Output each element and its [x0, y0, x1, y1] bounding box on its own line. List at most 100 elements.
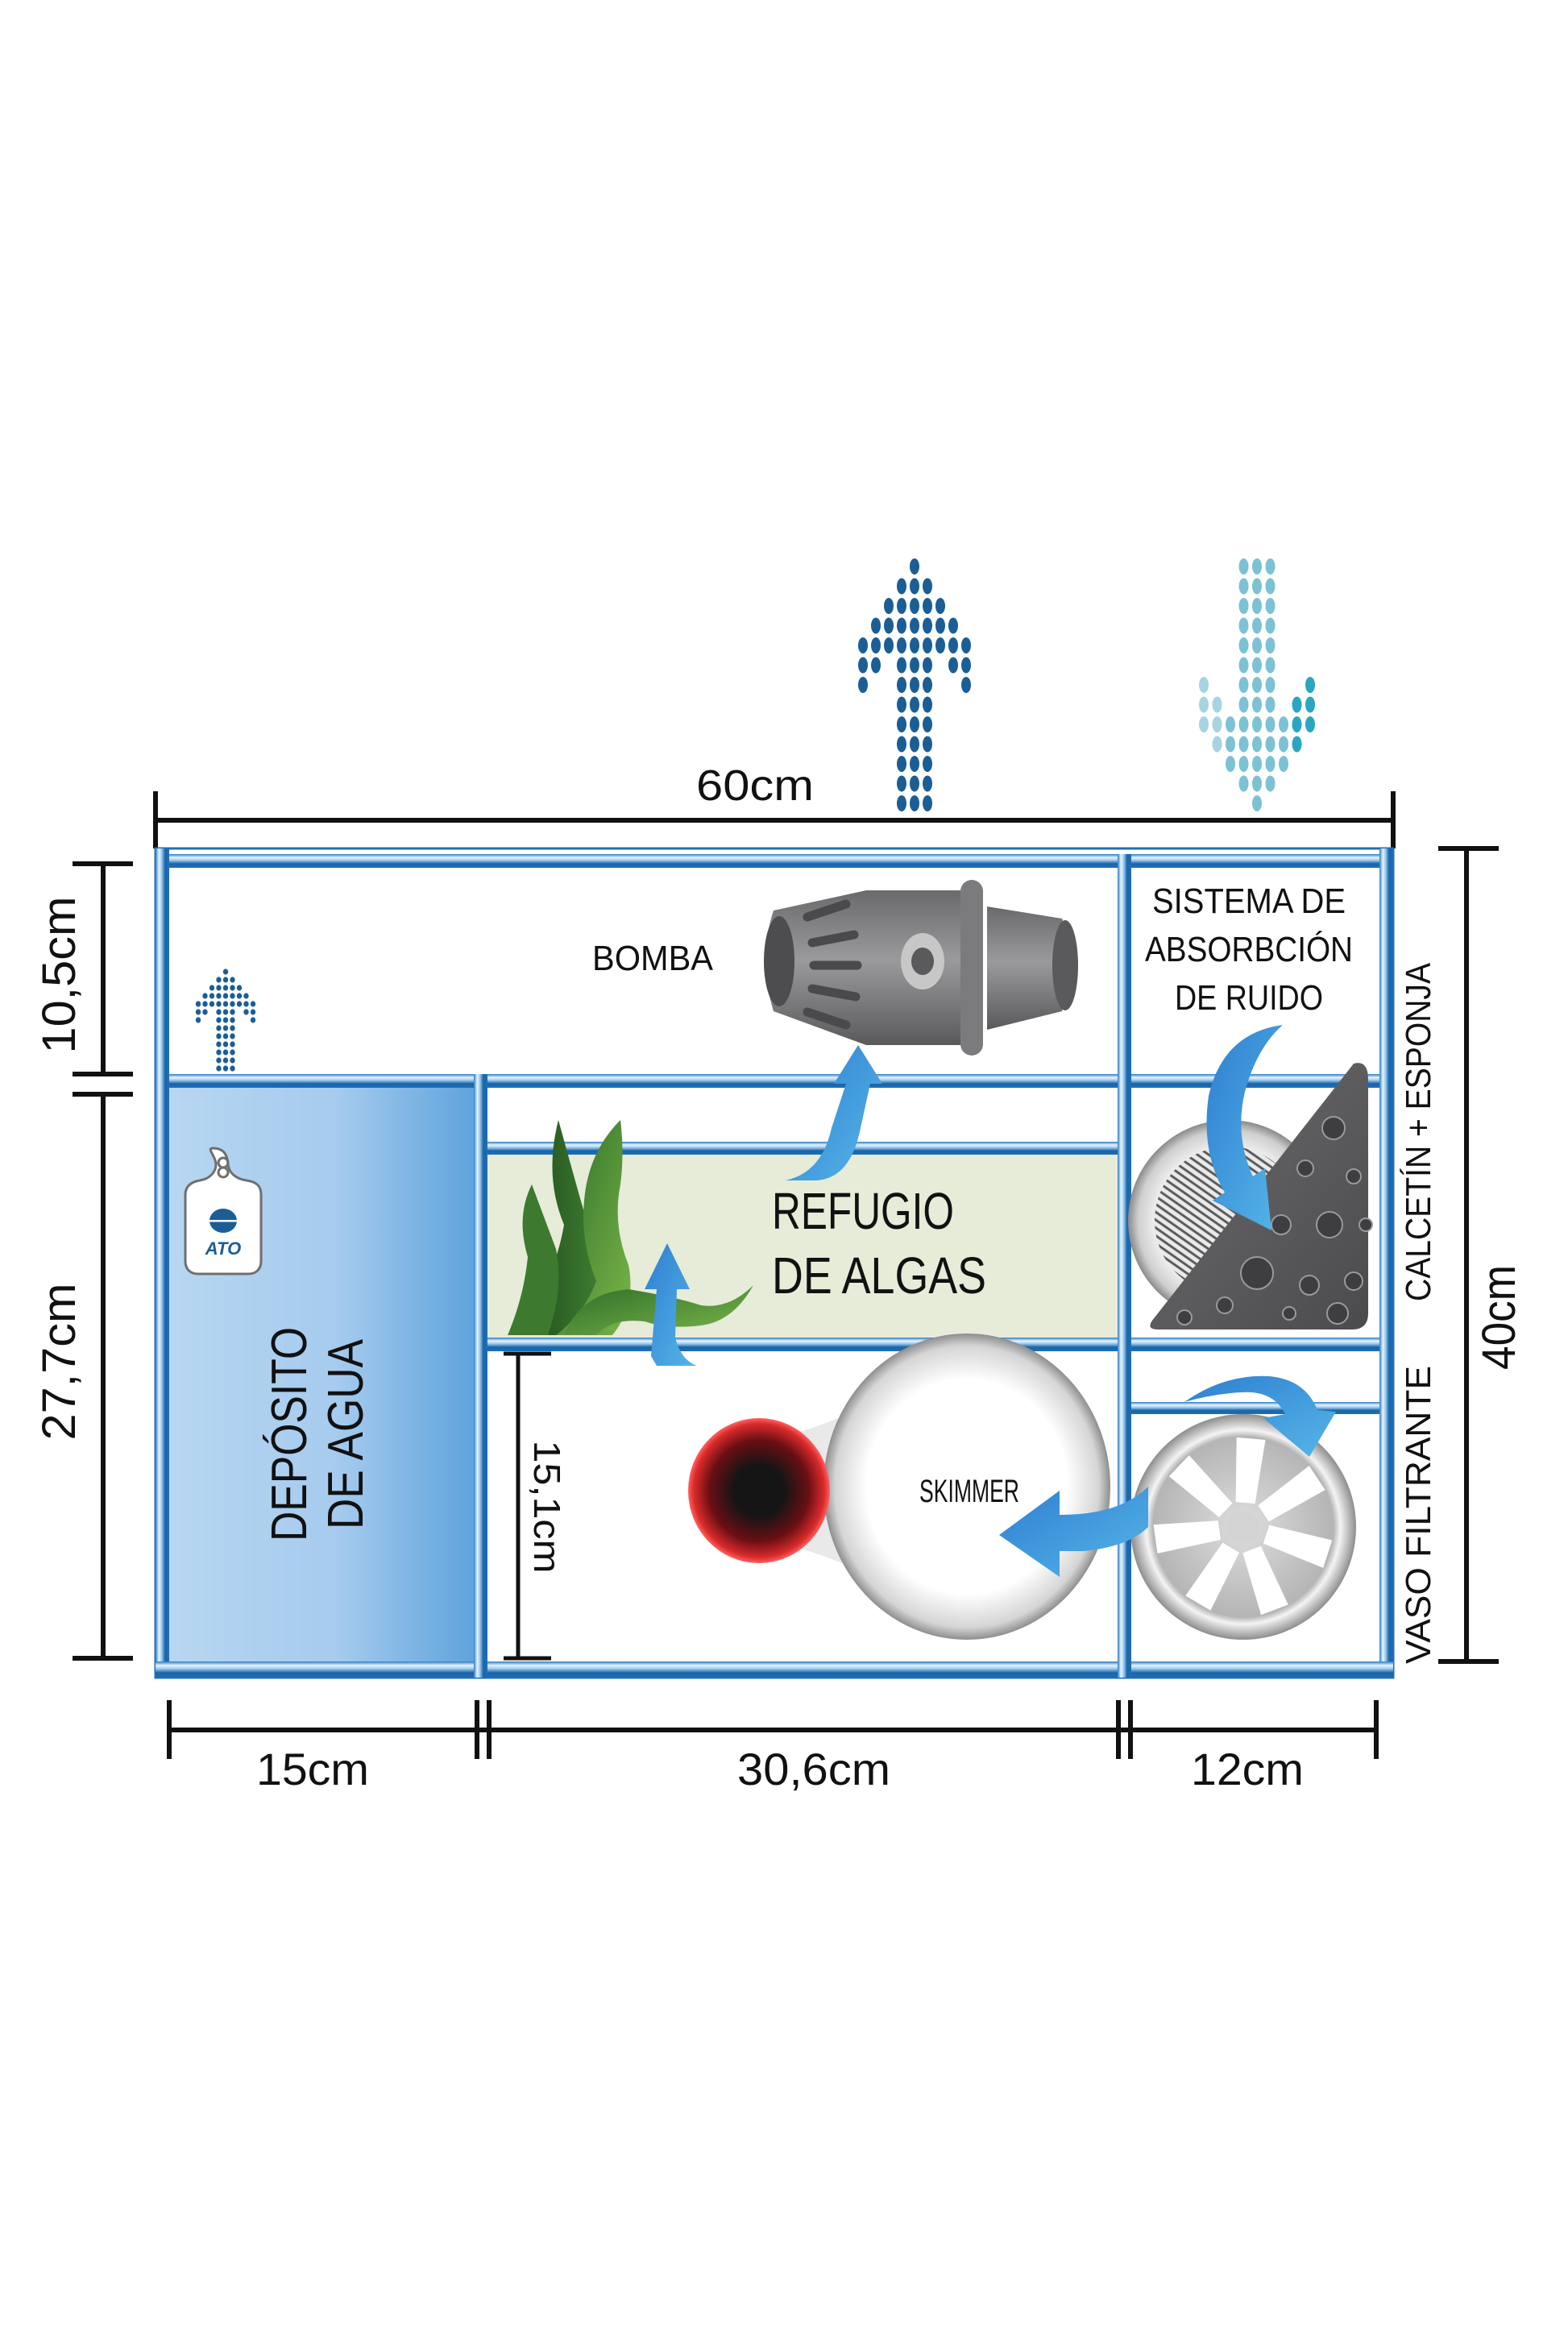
arrow-dot — [1252, 578, 1262, 595]
total-height-label: 40cm — [1473, 1265, 1525, 1370]
arrow-dot — [222, 993, 229, 999]
arrow-dot — [230, 1057, 235, 1064]
arrow-dot — [202, 993, 208, 999]
arrow-dot — [961, 657, 971, 674]
middle-width-label: 30,6cm — [737, 1744, 890, 1794]
arrow-dot — [222, 1033, 229, 1039]
total-height-dimension — [1438, 846, 1499, 1664]
arrow-dot — [1238, 598, 1249, 614]
arrow-dot — [935, 637, 945, 653]
arrow-dot — [1292, 736, 1302, 753]
arrow-dot — [1265, 637, 1276, 653]
arrow-dot — [1265, 657, 1276, 674]
svg-text:ABSORBCIÓN: ABSORBCIÓN — [1145, 930, 1353, 969]
arrow-dot — [209, 985, 215, 991]
arrow-dot — [216, 1065, 222, 1072]
arrow-dot — [1265, 578, 1276, 595]
arrow-dot — [858, 657, 868, 674]
arrow-dot — [923, 617, 932, 634]
flow-arrow-to-pump — [786, 1045, 882, 1180]
arrow-dot — [858, 637, 868, 653]
arrow-dot — [1212, 736, 1222, 753]
arrow-dot — [230, 1033, 235, 1039]
arrow-dot — [923, 716, 932, 732]
arrow-dot — [202, 1001, 208, 1007]
filter-blade — [1153, 1520, 1221, 1553]
sponge-pore — [1271, 1214, 1292, 1235]
arrow-dot — [202, 1009, 208, 1015]
arrow-dot — [910, 736, 919, 753]
arrow-dot — [230, 1009, 235, 1015]
arrow-dot — [1212, 696, 1222, 713]
arrow-dot — [216, 1009, 222, 1015]
arrow-dot — [1238, 696, 1249, 713]
arrow-dot — [1265, 696, 1276, 713]
arrow-dot — [923, 775, 932, 792]
skimmer-icon — [688, 1334, 1110, 1640]
arrow-dot — [222, 1065, 229, 1072]
arrow-dot — [1265, 716, 1276, 732]
arrow-dot — [1226, 716, 1235, 732]
arrow-dot — [1212, 716, 1222, 732]
pump-icon — [764, 880, 1078, 1056]
arrow-dot — [222, 1025, 229, 1031]
arrow-dot — [923, 657, 932, 674]
arrow-dot — [1252, 558, 1262, 575]
arrow-dot — [923, 578, 932, 595]
arrow-dot — [216, 1001, 222, 1007]
arrow-dot — [1199, 696, 1209, 713]
arrow-dot — [1279, 756, 1288, 772]
sponge-pore — [1240, 1256, 1274, 1290]
arrow-dot — [910, 795, 919, 811]
arrow-dot — [230, 1025, 235, 1031]
arrow-dot — [910, 716, 919, 732]
flow-arrow-over-filter — [1184, 1375, 1336, 1457]
arrow-dot — [230, 1017, 235, 1023]
width-dimension-line — [153, 791, 1396, 848]
arrow-dot — [897, 716, 906, 732]
arrow-dot — [910, 696, 919, 713]
arrow-dot — [1238, 558, 1249, 575]
sock-sponge-label: CALCETÍN + ESPONJA — [1399, 962, 1438, 1301]
flow-arrow-to-skimmer — [999, 1487, 1148, 1577]
arrow-dot — [923, 677, 932, 693]
arrow-dot — [1252, 598, 1262, 614]
arrow-dot — [1238, 677, 1249, 693]
arrow-dot — [871, 617, 881, 634]
arrow-dot — [216, 1025, 222, 1031]
flow-arrow-to-sock — [1206, 1025, 1283, 1230]
arrow-dot — [243, 1009, 249, 1015]
arrow-dot — [1252, 677, 1262, 693]
reservoir-width-label: 15cm — [256, 1744, 369, 1794]
arrow-dot — [216, 1049, 222, 1056]
arrow-dot — [1252, 617, 1262, 634]
skimmer-height-label: 15,1cm — [526, 1441, 568, 1574]
sponge-pore — [1299, 1275, 1320, 1296]
arrow-dot — [948, 617, 958, 634]
arrow-dot — [1238, 736, 1249, 753]
sponge-pore — [1326, 1302, 1349, 1325]
arrow-dot — [195, 1017, 201, 1023]
arrow-dot — [250, 1001, 256, 1007]
small-dotted-up-arrow-icon — [195, 969, 256, 1072]
arrow-dot — [1265, 598, 1276, 614]
arrow-dot — [1199, 677, 1209, 693]
flow-arrow-to-refugium — [645, 1243, 697, 1366]
svg-text:REFUGIO: REFUGIO — [772, 1182, 954, 1240]
arrow-dot — [897, 775, 906, 792]
arrow-dot — [897, 736, 906, 753]
top-height-label: 10,5cm — [33, 897, 85, 1054]
arrow-dot — [216, 1033, 222, 1039]
arrow-dot — [1265, 617, 1276, 634]
filter-blade — [1235, 1437, 1266, 1504]
arrow-dot — [250, 1009, 256, 1015]
pump-label: BOMBA — [592, 939, 714, 978]
arrow-dot — [222, 985, 229, 991]
arrow-dot — [948, 657, 958, 674]
filter-vessel-label: VASO FILTRANTE — [1399, 1366, 1438, 1664]
arrow-dot — [1265, 736, 1276, 753]
arrow-dot — [1305, 696, 1315, 713]
bottom-width-dimensions — [167, 1700, 1379, 1759]
arrow-dot — [884, 637, 894, 653]
